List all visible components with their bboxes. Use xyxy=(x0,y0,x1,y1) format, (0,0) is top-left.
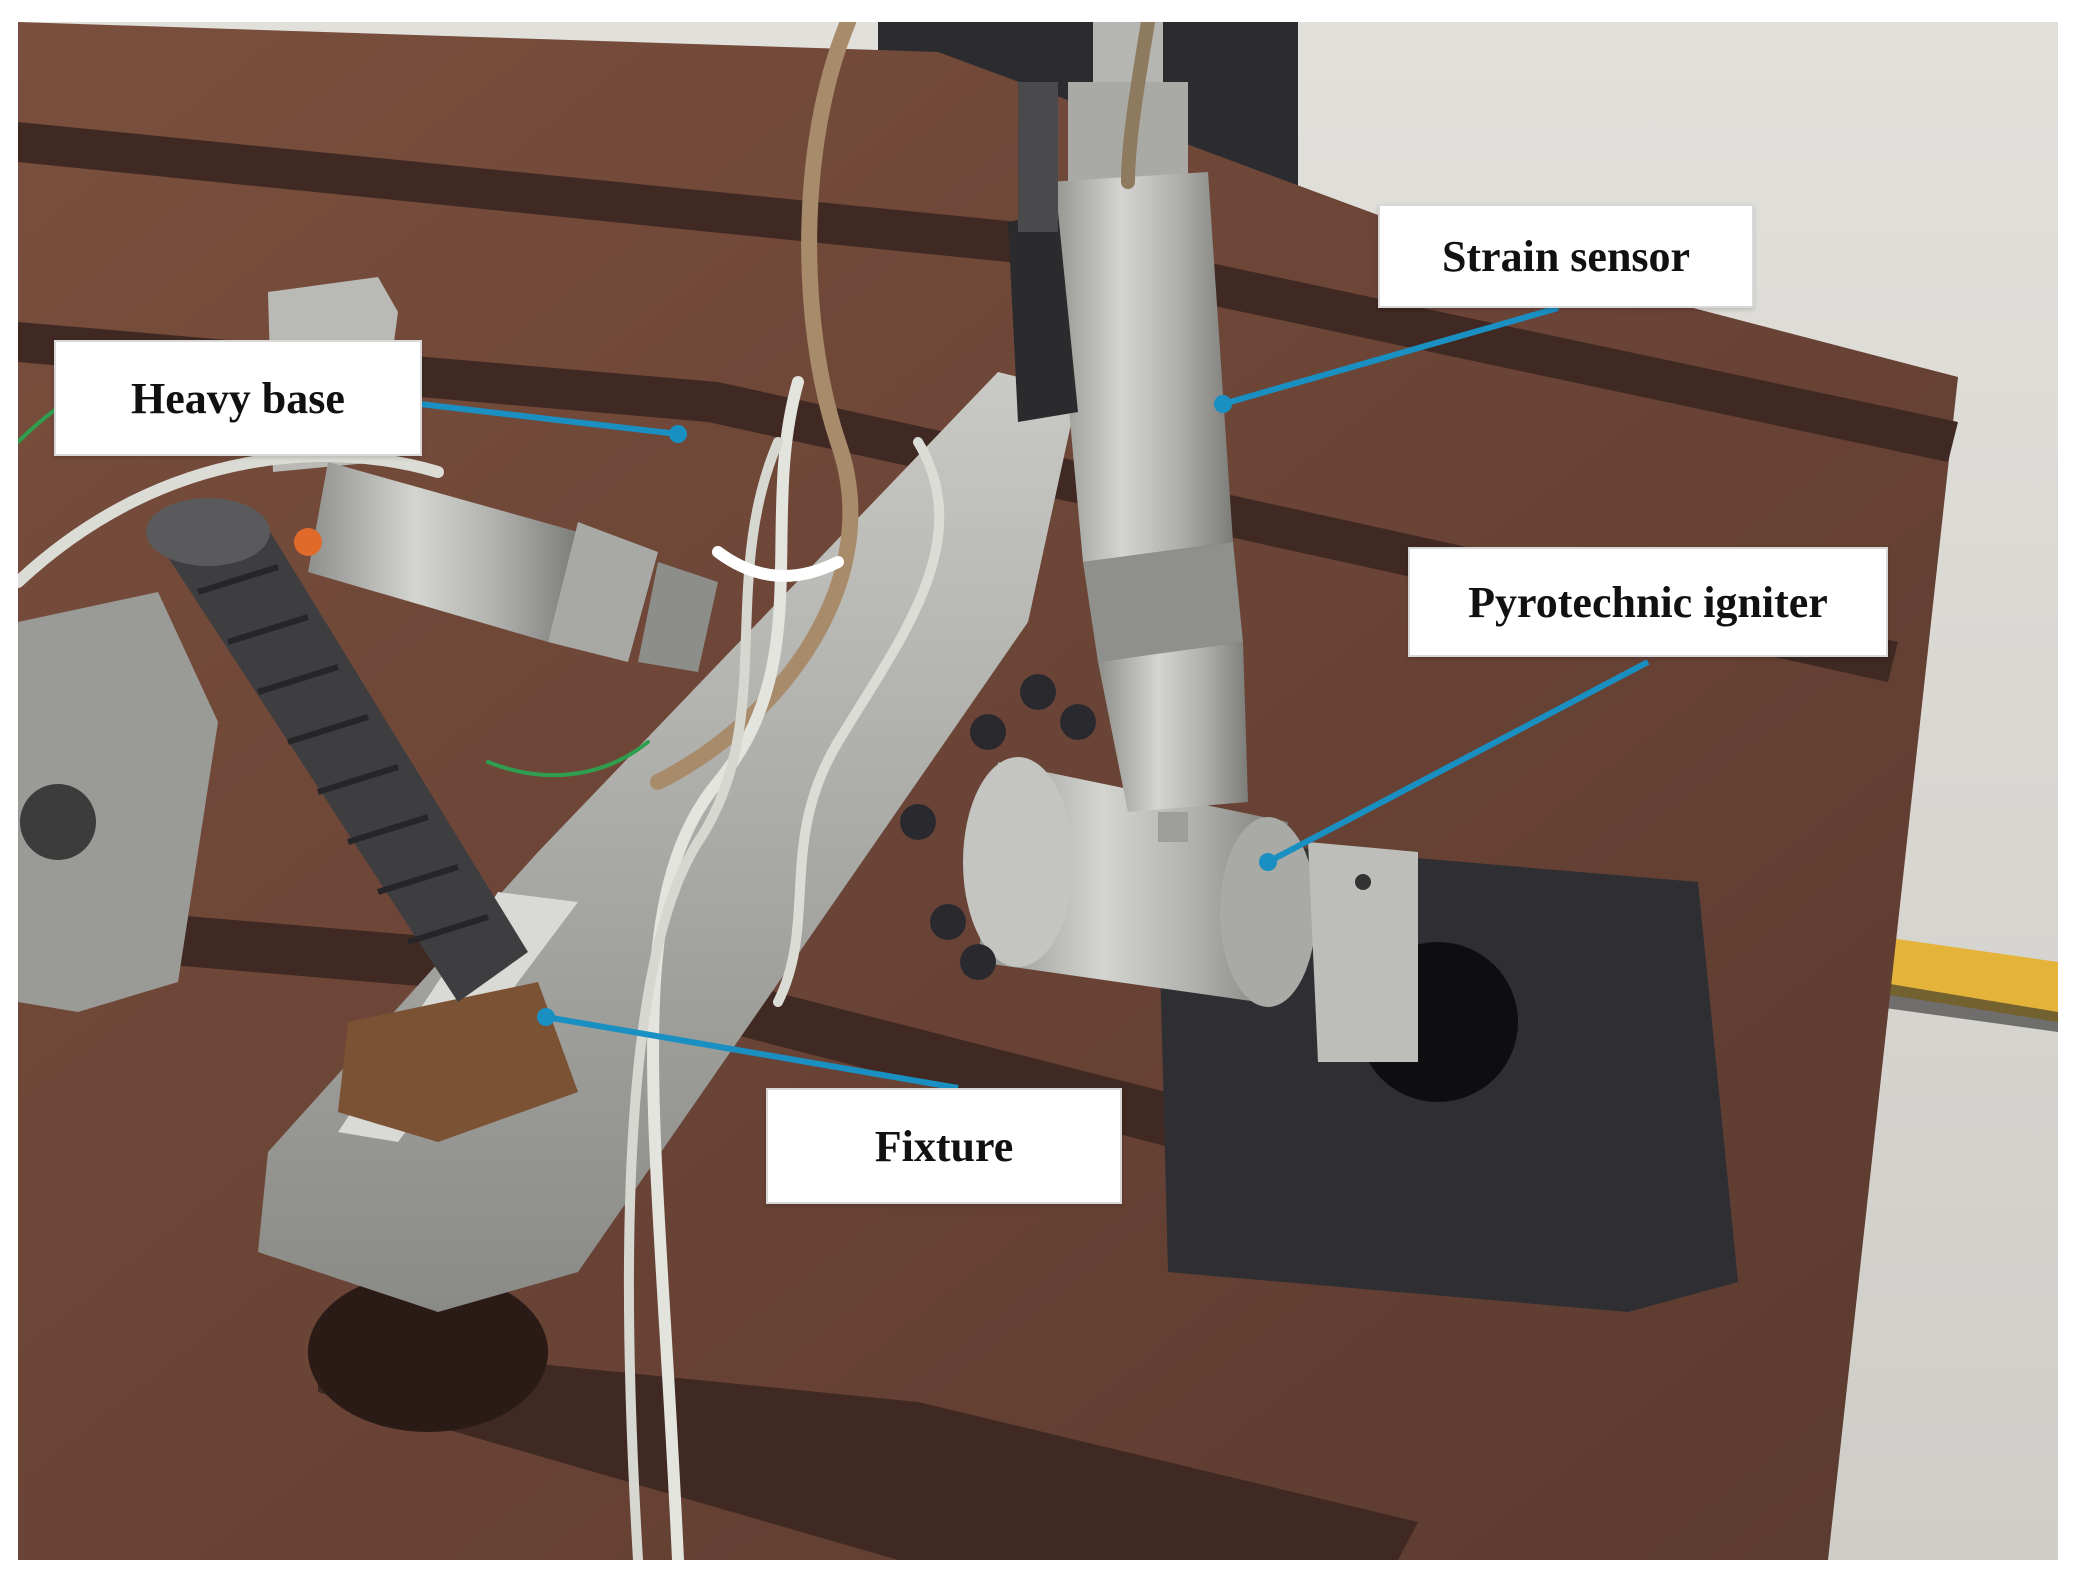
label-fixture-text: Fixture xyxy=(874,1121,1014,1171)
leader-lines xyxy=(402,305,1650,1091)
vertical-sensor xyxy=(1008,22,1248,842)
leader-pyrotechnic-igniter xyxy=(1266,659,1650,865)
label-pyrotechnic-igniter-text: Pyrotechnic igniter xyxy=(1468,577,1828,627)
label-heavy-base: Heavy base xyxy=(54,340,422,456)
cables xyxy=(18,22,1155,1560)
label-strain-sensor: Strain sensor xyxy=(1378,204,1754,308)
label-heavy-base-text: Heavy base xyxy=(131,373,345,423)
photo-frame: Heavy base Strain sensor Pyrotechnic ign… xyxy=(18,22,2058,1560)
igniter-body xyxy=(900,674,1418,1062)
left-block xyxy=(18,592,218,1012)
label-fixture: Fixture xyxy=(766,1088,1122,1204)
leader-heavy-base xyxy=(402,399,679,437)
threaded-rod xyxy=(146,498,528,1002)
indicator-light xyxy=(294,528,322,556)
horizontal-sensor xyxy=(308,462,718,672)
label-strain-sensor-text: Strain sensor xyxy=(1441,231,1691,281)
label-pyrotechnic-igniter: Pyrotechnic igniter xyxy=(1408,547,1888,657)
leader-fixture xyxy=(545,1014,959,1091)
leader-strain-sensor xyxy=(1222,305,1559,407)
